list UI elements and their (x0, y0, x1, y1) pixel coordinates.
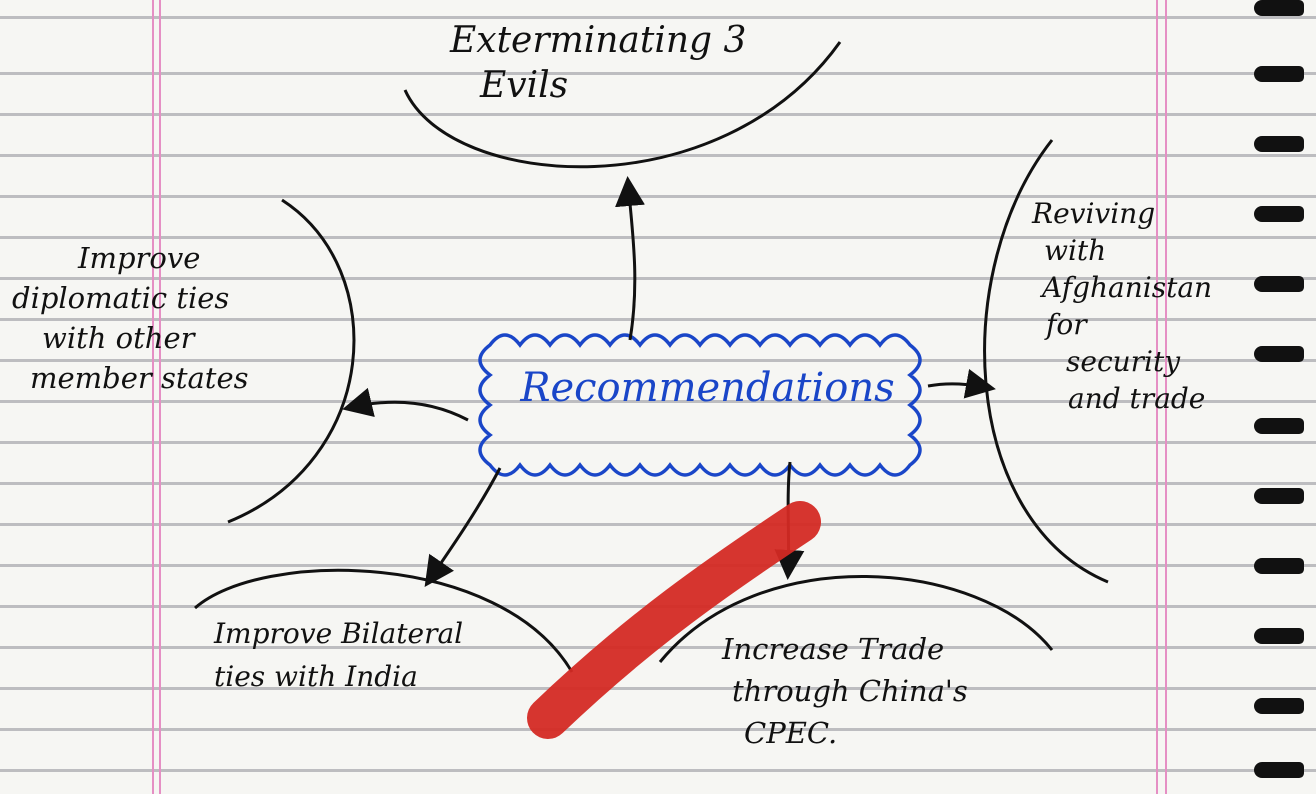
node-left-line: Improve (78, 241, 201, 275)
spiral-ring (1254, 418, 1304, 434)
center-cloud (478, 333, 922, 477)
node-right-label: Reviving with Afghanistan for security a… (1032, 196, 1212, 418)
left-node-arc (227, 198, 356, 524)
node-bottom-left-line: ties with India (214, 660, 418, 694)
spiral-ring (1254, 558, 1304, 574)
spiral-ring (1254, 136, 1304, 152)
spiral-ring (1254, 488, 1304, 504)
spiral-ring (1254, 0, 1304, 16)
node-top-label: Exterminating 3 Evils (450, 18, 746, 108)
spiral-ring (1254, 628, 1304, 644)
bottom-left-node-arc (194, 568, 574, 673)
arrow-to-top (615, 176, 645, 341)
node-left-label: Improve diplomatic ties with other membe… (12, 238, 249, 398)
arrow-to-left (342, 387, 469, 422)
node-left-line: with other (42, 321, 195, 356)
red-highlighter-stroke (527, 501, 821, 739)
right-margin-line (1156, 0, 1158, 794)
left-margin-line-inner (159, 0, 161, 794)
node-right-line: and trade (1068, 381, 1206, 415)
spiral-ring (1254, 66, 1304, 82)
node-right-line: Reviving (1032, 197, 1156, 230)
arrow-to-right (927, 368, 996, 399)
node-bottom-left-line: Improve Bilateral (214, 617, 464, 650)
node-right-line: for (1046, 307, 1087, 341)
spiral-ring (1254, 762, 1304, 778)
node-bottom-right-label: Increase Trade through China's CPEC. (722, 628, 968, 754)
spiral-ring (1254, 698, 1304, 714)
center-node-label: Recommendations (520, 365, 895, 411)
node-left-line: diplomatic ties (12, 281, 230, 316)
node-left-line: member states (30, 361, 249, 396)
top-node-arc (403, 41, 842, 169)
spiral-ring (1254, 276, 1304, 292)
left-margin-line (152, 0, 154, 794)
node-right-line: with (1044, 233, 1107, 267)
right-margin-line-inner (1165, 0, 1167, 794)
node-right-line: security (1066, 344, 1181, 378)
node-bottom-right-line: Increase Trade (722, 632, 945, 666)
node-bottom-left-label: Improve Bilateral ties with India (214, 612, 463, 699)
node-top-line: Exterminating 3 (450, 20, 747, 61)
spiral-ring (1254, 206, 1304, 222)
node-right-line: Afghanistan (1042, 270, 1213, 304)
node-bottom-right-line: through China's (732, 674, 968, 709)
bottom-right-node-arc (658, 575, 1054, 663)
node-top-line: Evils (480, 65, 569, 106)
arrow-to-bottom-left (424, 467, 502, 587)
node-bottom-right-line: CPEC. (744, 716, 838, 751)
spiral-ring (1254, 346, 1304, 362)
